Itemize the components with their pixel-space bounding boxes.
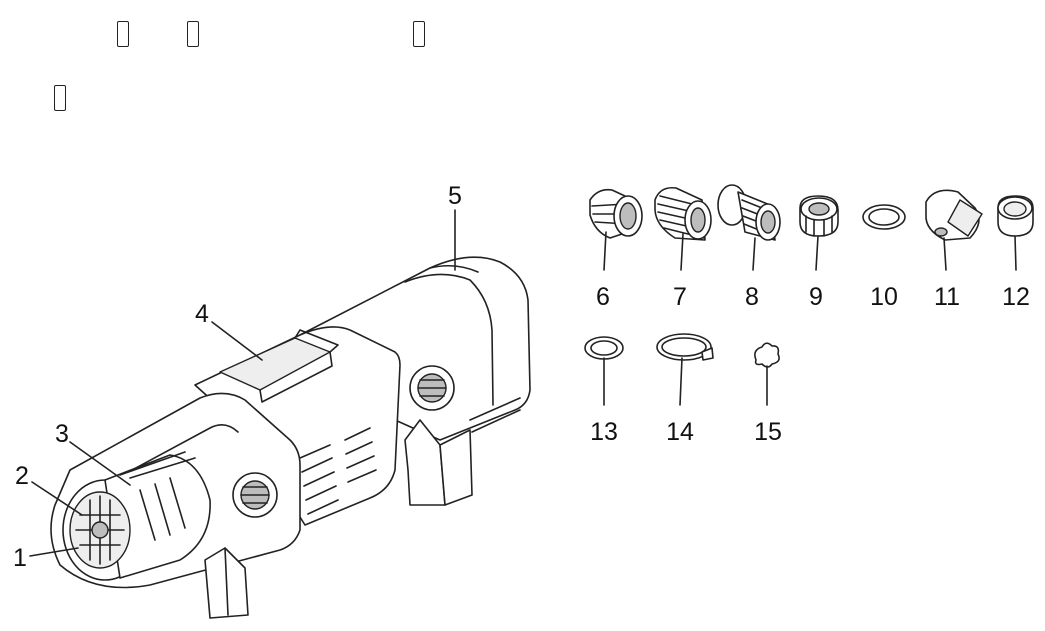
- callout-15: 15: [754, 418, 782, 446]
- callout-12: 12: [1002, 283, 1030, 311]
- callout-9: 9: [809, 283, 823, 311]
- loose-parts-drawing: [584, 184, 1034, 368]
- callout-8: 8: [745, 283, 759, 311]
- callout-6: 6: [596, 283, 610, 311]
- callout-4: 4: [195, 300, 209, 328]
- missing-glyph-box-4: [54, 85, 66, 111]
- part-9-drawing: [799, 195, 839, 237]
- part-7-drawing: [654, 186, 712, 241]
- callout-3: 3: [55, 420, 69, 448]
- callout-13: 13: [590, 418, 618, 446]
- filter-housing-drawing: [50, 256, 531, 619]
- part-15-drawing: [754, 342, 780, 368]
- leader-1: [29, 547, 79, 557]
- leader-8: [752, 237, 756, 271]
- callout-2: 2: [15, 462, 29, 490]
- callout-14: 14: [666, 418, 694, 446]
- part-6-drawing: [589, 188, 643, 239]
- leader-14: [679, 357, 683, 406]
- leader-lines: [29, 209, 1017, 557]
- leader-12: [1014, 235, 1017, 271]
- leader-11: [943, 237, 947, 271]
- leader-3: [69, 441, 131, 486]
- callout-7: 7: [673, 283, 687, 311]
- leader-6: [603, 231, 607, 271]
- part-10-drawing: [862, 204, 906, 230]
- part-11-drawing: [925, 189, 983, 241]
- callout-1: 1: [13, 544, 27, 572]
- part-13-drawing: [584, 336, 624, 360]
- missing-glyph-box-1: [117, 21, 129, 47]
- missing-glyph-box-2: [187, 21, 199, 47]
- callout-10: 10: [870, 283, 898, 311]
- part-8-drawing: [717, 184, 781, 241]
- leader-4: [211, 321, 263, 361]
- missing-glyph-box-3: [413, 21, 425, 47]
- callout-5: 5: [448, 182, 462, 210]
- leader-7: [680, 233, 684, 271]
- leader-9: [815, 235, 819, 271]
- leader-2: [31, 481, 83, 516]
- part-12-drawing: [997, 195, 1034, 237]
- part-14-drawing: [656, 333, 714, 361]
- callout-11: 11: [934, 283, 960, 311]
- callout-labels: 1 2 3 4 5 6 7 8 9 10 11 12 13 14 15: [13, 182, 1030, 572]
